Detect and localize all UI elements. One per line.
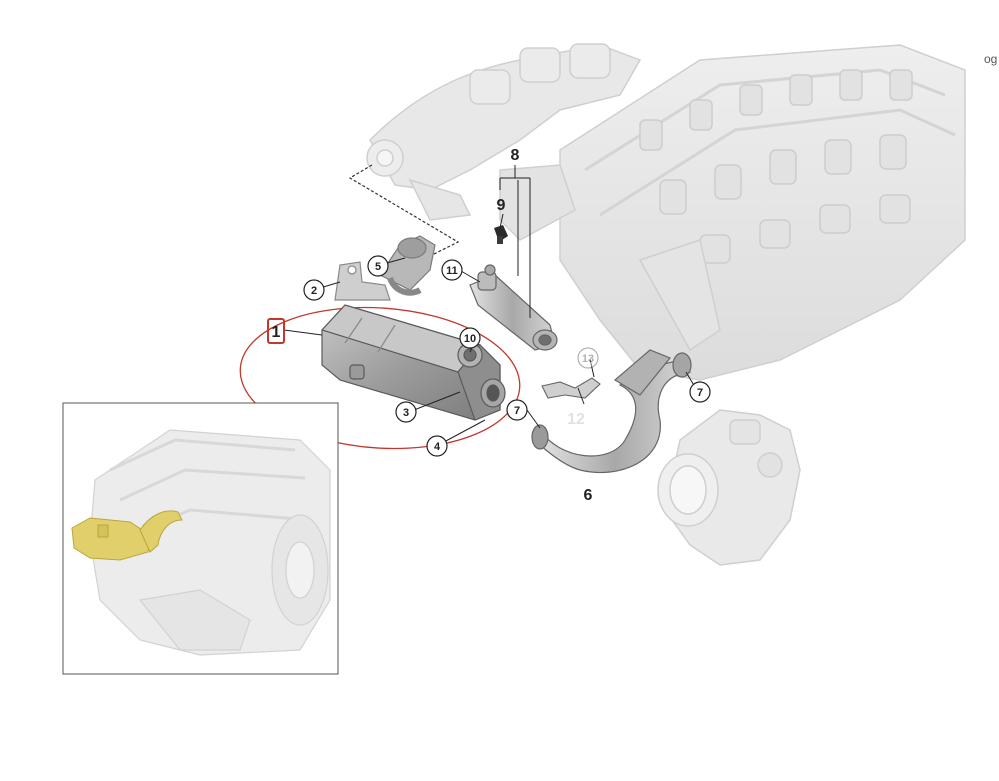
part-12-bracket	[541, 377, 601, 399]
callout-9: 9	[497, 197, 506, 214]
callout-2: 2	[311, 285, 317, 297]
callout-6: 6	[584, 487, 593, 504]
part-2-bracket	[334, 261, 391, 301]
callout-2-badge: 2	[303, 279, 325, 301]
assembly-dashed-lines	[348, 164, 460, 257]
callout-7b: 7	[697, 387, 703, 399]
callout-5-badge: 5	[367, 255, 389, 277]
callout-1: 1	[272, 324, 281, 341]
callout-7a: 7	[514, 405, 520, 417]
callout-11: 11	[446, 265, 458, 277]
callout-3: 3	[403, 407, 409, 419]
part-9-bolt	[494, 225, 508, 244]
callout-7a-badge: 7	[506, 399, 528, 421]
callout-1-box	[267, 318, 285, 344]
callout-13-badge: 13	[577, 347, 599, 369]
callout-5: 5	[375, 261, 381, 273]
callout-4-badge: 4	[426, 435, 448, 457]
throttle-housing-ghost	[657, 409, 801, 566]
cylinder-head-ghost	[559, 44, 966, 381]
callout-11-badge: 11	[441, 259, 463, 281]
inset-highlighted-part	[71, 510, 183, 561]
exhaust-manifold-ghost	[366, 43, 642, 241]
callout-4: 4	[434, 441, 441, 453]
part-8-egr-valve	[469, 264, 558, 351]
part-6-pipe	[531, 349, 692, 474]
part-1-egr-cooler	[320, 304, 506, 421]
callout-12: 12	[567, 411, 585, 428]
highlight-ellipse	[239, 306, 521, 450]
callout-7b-badge: 7	[689, 381, 711, 403]
part-5-flange	[379, 235, 436, 296]
callout-10: 10	[464, 333, 476, 345]
leader-lines	[283, 165, 699, 443]
callout-13: 13	[582, 353, 594, 365]
callout-8: 8	[511, 147, 520, 164]
callout-3-badge: 3	[395, 401, 417, 423]
corner-label: og	[984, 52, 998, 66]
engine-overview-inset	[62, 402, 339, 675]
callout-10-badge: 10	[459, 327, 481, 349]
